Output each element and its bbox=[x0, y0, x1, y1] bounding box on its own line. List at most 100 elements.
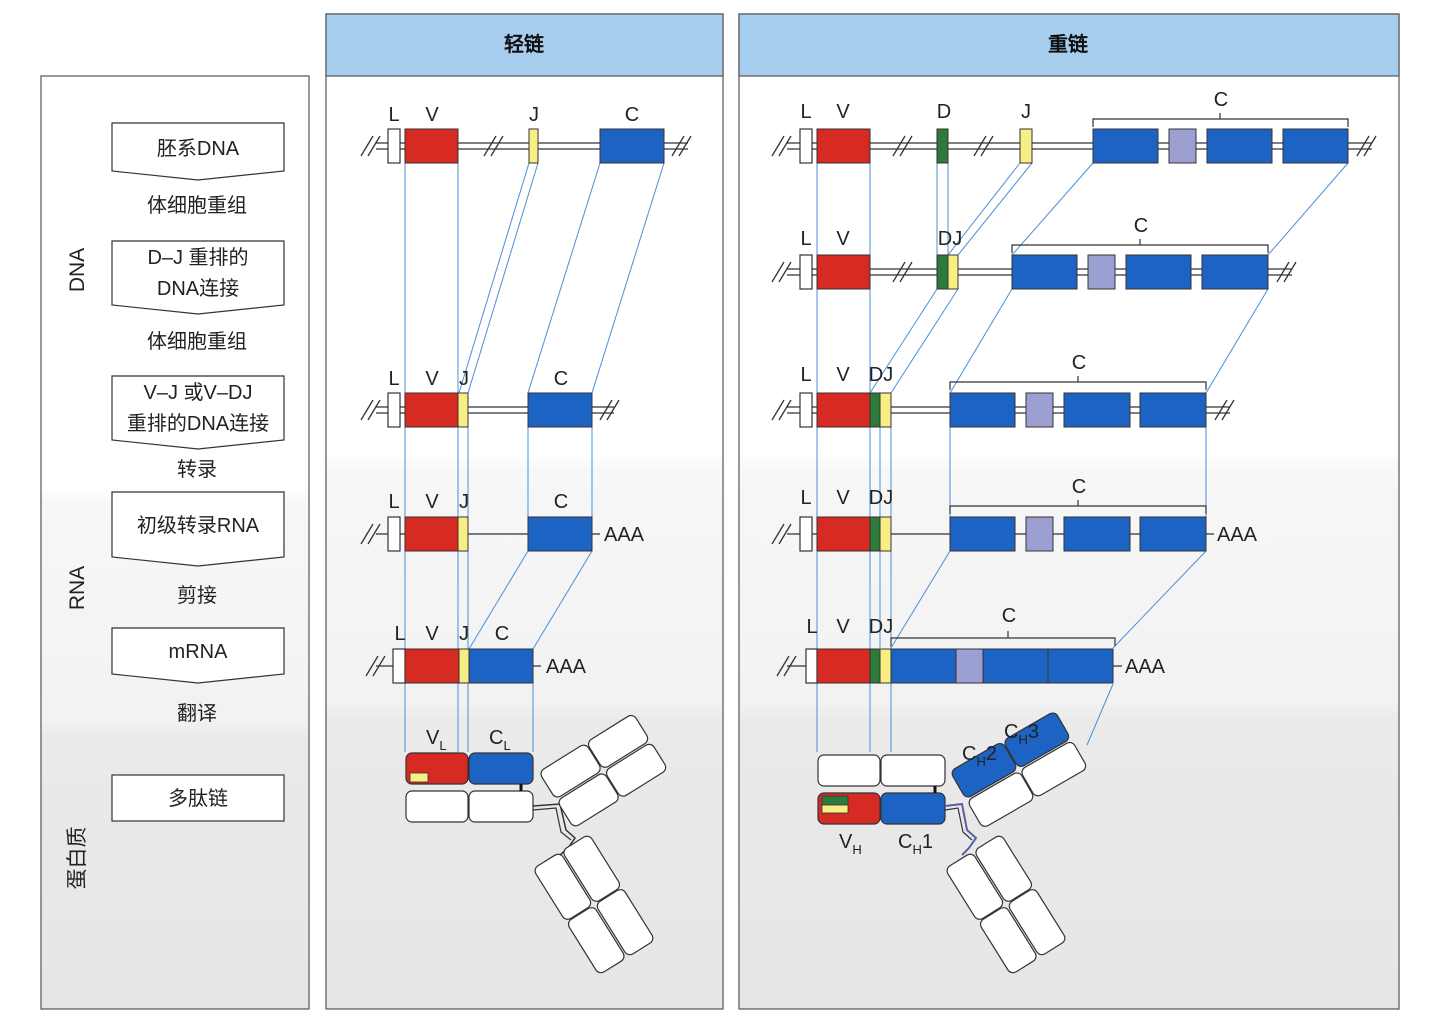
label-dj: DJ bbox=[869, 364, 893, 386]
leader-exon bbox=[799, 516, 813, 552]
heavy-chain-header bbox=[738, 13, 1400, 77]
v-segment bbox=[404, 516, 459, 552]
light-chain-panel: 轻链 bbox=[325, 13, 724, 1010]
c-segment bbox=[527, 516, 593, 552]
label-l: L bbox=[394, 623, 405, 645]
poly-a-tail: AAA bbox=[1217, 524, 1258, 546]
ch1-domain bbox=[880, 792, 946, 825]
heavy-vdj-joined-dna: L V DJ C bbox=[771, 352, 1235, 428]
v-segment bbox=[816, 254, 871, 290]
process-label: 转录 bbox=[177, 458, 217, 481]
cl-domain bbox=[468, 752, 534, 785]
step-dj-joining: D–J 重排的 DNA连接 bbox=[111, 240, 285, 315]
ch2-exon bbox=[1063, 392, 1131, 428]
ch2-exon bbox=[982, 648, 1049, 684]
c-bracket bbox=[1011, 239, 1269, 253]
poly-a-tail: AAA bbox=[604, 524, 645, 546]
j-segment bbox=[457, 516, 469, 552]
ch3-exon bbox=[1282, 128, 1349, 164]
ch1-exon bbox=[1092, 128, 1159, 164]
step-polypeptide: 多肽链 bbox=[111, 774, 285, 822]
d-segment bbox=[869, 648, 881, 684]
step-vj-vdj-joining: V–J 或V–DJ 重排的DNA连接 bbox=[111, 375, 285, 450]
j-segment bbox=[457, 392, 469, 428]
heavy-germline-dna: L V D J C bbox=[771, 89, 1377, 164]
step-label: DNA连接 bbox=[157, 277, 239, 300]
heavy-chain-panel: 重链 bbox=[738, 13, 1400, 1010]
cl-domain bbox=[880, 754, 946, 787]
ch2-domain bbox=[951, 742, 1017, 798]
j-segment bbox=[528, 128, 539, 164]
hinge-exon bbox=[1025, 516, 1054, 552]
c-segment bbox=[468, 648, 534, 684]
leader-exon bbox=[799, 392, 813, 428]
cl-label: CL bbox=[489, 727, 511, 753]
v-segment bbox=[816, 392, 871, 428]
step-label: 多肽链 bbox=[168, 787, 228, 810]
process-label: 剪接 bbox=[177, 584, 217, 607]
light-germline-dna: L V J C bbox=[360, 104, 692, 164]
v-segment bbox=[816, 648, 871, 684]
ch1-label: CH1 bbox=[898, 831, 933, 857]
fc-region bbox=[946, 835, 1066, 974]
light-primary-transcript: L V J C AAA bbox=[360, 491, 645, 552]
fab-arm bbox=[540, 714, 667, 827]
c-bracket bbox=[1092, 113, 1349, 127]
light-chain-header bbox=[325, 13, 724, 77]
c-bracket bbox=[949, 376, 1207, 390]
j-region bbox=[409, 772, 429, 783]
v-segment bbox=[816, 516, 871, 552]
label-j: J bbox=[529, 104, 539, 126]
label-v: V bbox=[425, 104, 439, 126]
heavy-dj-joined-dna: L V DJ C bbox=[771, 215, 1297, 290]
step-mrna: mRNA bbox=[111, 627, 285, 684]
v-segment bbox=[404, 392, 459, 428]
label-l: L bbox=[388, 104, 399, 126]
hinge-exon bbox=[955, 648, 984, 684]
j-segment bbox=[947, 254, 959, 290]
light-rearranged-dna: L V J C bbox=[360, 368, 620, 428]
poly-a-tail: AAA bbox=[1125, 656, 1166, 678]
heavy-antibody-protein: VH CH1 CH2 CH3 bbox=[817, 712, 1087, 974]
j-region bbox=[821, 804, 849, 814]
label-c: C bbox=[1214, 89, 1228, 111]
ch3-domain bbox=[1004, 712, 1070, 767]
label-j: J bbox=[459, 491, 469, 513]
label-l: L bbox=[800, 364, 811, 386]
process-label: 体细胞重组 bbox=[147, 330, 247, 353]
step-label: 初级转录RNA bbox=[137, 514, 260, 537]
label-c: C bbox=[554, 491, 568, 513]
ch3-exon bbox=[1047, 648, 1114, 684]
label-c: C bbox=[1002, 605, 1016, 627]
c-bracket bbox=[890, 631, 1116, 646]
vh-label: VH bbox=[839, 831, 862, 857]
process-label: 翻译 bbox=[177, 702, 217, 725]
label-dj: DJ bbox=[938, 228, 962, 250]
left-panel: DNA RNA 蛋白质 胚系DNA D–J 重排的 DNA连接 V–J 或V–D… bbox=[40, 75, 310, 1010]
label-v: V bbox=[425, 368, 439, 390]
label-v: V bbox=[425, 623, 439, 645]
label-d: D bbox=[937, 101, 951, 123]
d-segment bbox=[869, 392, 881, 428]
ch3-exon bbox=[1139, 516, 1207, 552]
leader-exon bbox=[387, 392, 401, 428]
j-segment bbox=[879, 516, 892, 552]
fc-region bbox=[534, 835, 654, 974]
label-v: V bbox=[836, 364, 850, 386]
v-segment bbox=[404, 128, 459, 164]
label-j: J bbox=[459, 368, 469, 390]
label-c: C bbox=[625, 104, 639, 126]
label-l: L bbox=[800, 228, 811, 250]
v-segment bbox=[404, 648, 460, 684]
vl-label: VL bbox=[426, 727, 447, 753]
vl-domain bbox=[817, 754, 881, 787]
label-j: J bbox=[459, 623, 469, 645]
hinge-exon bbox=[1087, 254, 1116, 290]
label-c: C bbox=[1134, 215, 1148, 237]
process-label: 体细胞重组 bbox=[147, 194, 247, 217]
d-segment bbox=[936, 254, 949, 290]
step-label: D–J 重排的 bbox=[147, 246, 248, 269]
vh-domain bbox=[405, 790, 469, 823]
label-l: L bbox=[806, 616, 817, 638]
